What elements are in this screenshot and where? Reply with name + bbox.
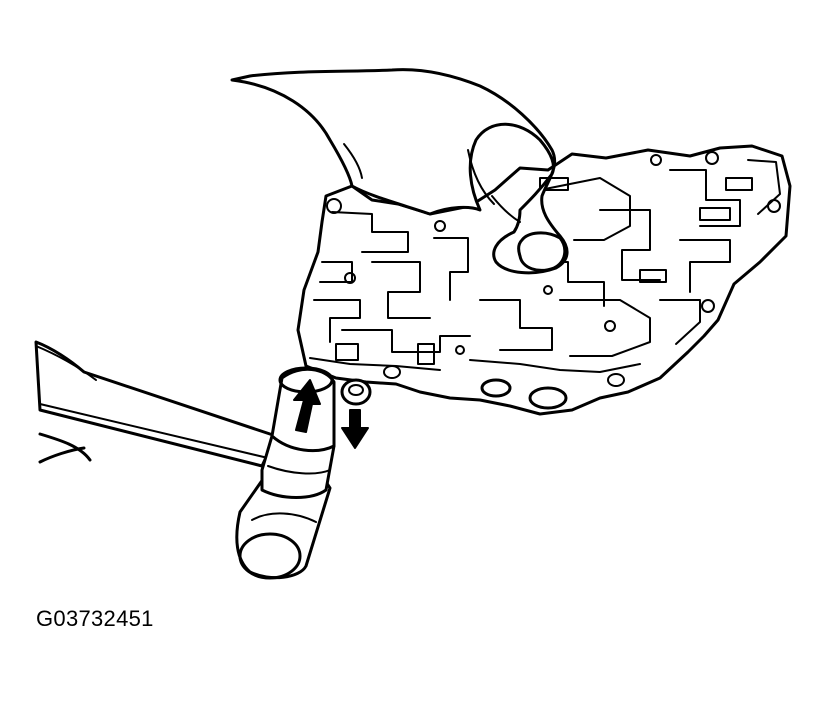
mallet	[34, 340, 336, 580]
valve-body	[296, 144, 792, 416]
plug-out-arrow	[341, 409, 369, 449]
valve-body-passages	[309, 151, 781, 373]
valve-body-bosses	[383, 365, 625, 410]
hand	[230, 68, 569, 275]
mallet-strike-arrow	[293, 379, 321, 433]
plug	[340, 378, 372, 406]
figure-code: G03732451	[36, 606, 154, 631]
